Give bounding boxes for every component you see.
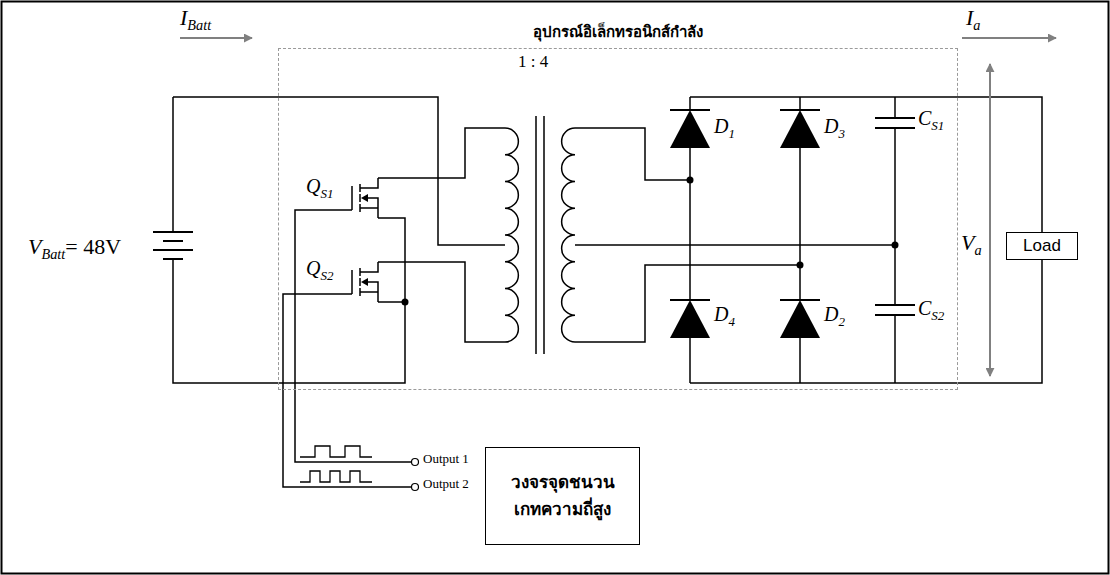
wire xyxy=(295,210,412,462)
voltage-arrow xyxy=(989,64,991,376)
mosfet-arrow xyxy=(361,194,368,202)
transformer-core xyxy=(536,116,544,354)
dashed-region: อุปกรณ์อิเล็กทรอนิกส์กำลัง xyxy=(278,48,958,390)
symbol-label: D2 xyxy=(824,302,845,329)
load-box: Load xyxy=(1006,232,1078,260)
symbol-label: Va xyxy=(961,230,982,259)
text-label: Output 1 xyxy=(423,451,469,467)
wire xyxy=(894,128,896,305)
text-label: 1 : 4 xyxy=(518,52,548,72)
wire xyxy=(894,315,896,383)
diode-bar xyxy=(780,299,820,301)
current-arrow xyxy=(180,37,252,39)
text-label: Output 2 xyxy=(423,476,469,492)
mosfet-lines xyxy=(352,178,378,218)
diode-triangle xyxy=(780,110,820,148)
wire xyxy=(894,97,896,118)
wire xyxy=(173,97,505,245)
diode-bar xyxy=(780,109,820,111)
symbol-label: QS1 xyxy=(306,174,333,201)
junction-dot xyxy=(402,299,409,306)
wire xyxy=(173,218,405,383)
symbol-label: D4 xyxy=(714,302,735,329)
junction-dots xyxy=(402,177,899,306)
symbol-label: Ia xyxy=(966,5,980,34)
diode-bar xyxy=(670,109,710,111)
mosfet-lines xyxy=(352,262,378,302)
diode-symbol xyxy=(670,300,710,338)
symbol-label: D3 xyxy=(824,114,845,141)
node-text: วงจรจุดชนวน เกทความถี่สูง xyxy=(498,469,628,523)
symbol-label: CS2 xyxy=(918,296,944,323)
capacitor-symbol xyxy=(875,118,915,315)
diode-triangle xyxy=(780,300,820,338)
wire xyxy=(575,265,800,342)
diode-bar xyxy=(670,299,710,301)
diode-symbol xyxy=(780,300,820,338)
wire xyxy=(799,338,801,383)
current-arrow xyxy=(962,37,1056,39)
wire xyxy=(689,148,691,300)
wire xyxy=(378,262,505,342)
wires xyxy=(173,97,1042,487)
pulse-waveform xyxy=(300,446,372,457)
symbol-label: QS2 xyxy=(306,256,333,283)
symbol-label: D1 xyxy=(714,114,735,141)
wire xyxy=(575,128,690,180)
symbol-label: IBatt xyxy=(180,5,211,34)
mosfet-symbol xyxy=(352,262,378,302)
diode-symbol xyxy=(670,110,710,148)
wire xyxy=(575,244,895,246)
primary-winding xyxy=(505,128,518,342)
node-text: อุปกรณ์อิเล็กทรอนิกส์กำลัง xyxy=(279,21,957,43)
wire xyxy=(799,97,801,110)
battery-symbol xyxy=(153,232,193,259)
terminal xyxy=(412,484,419,491)
diode-triangle xyxy=(670,110,710,148)
symbol-label: CS1 xyxy=(918,106,944,133)
wire xyxy=(799,148,801,300)
diode-symbol xyxy=(780,110,820,148)
secondary-winding xyxy=(562,128,575,342)
wire xyxy=(689,338,691,383)
mosfet-symbol xyxy=(352,178,378,218)
diode-triangle xyxy=(670,300,710,338)
wire xyxy=(689,97,691,110)
junction-dot xyxy=(797,262,804,269)
node-text: Load xyxy=(1019,236,1065,256)
mosfet-arrow xyxy=(361,278,368,286)
gate-driver-box: วงจรจุดชนวน เกทความถี่สูง xyxy=(485,447,640,545)
wire xyxy=(378,301,405,303)
terminal xyxy=(412,459,419,466)
wire xyxy=(378,128,505,178)
symbol-label: VBatt= 48V xyxy=(28,234,121,263)
wire xyxy=(283,294,412,487)
wire xyxy=(172,97,174,232)
junction-dot xyxy=(892,242,899,249)
output-terminals xyxy=(412,459,419,491)
pulse-waveform xyxy=(300,471,372,482)
junction-dot xyxy=(687,177,694,184)
